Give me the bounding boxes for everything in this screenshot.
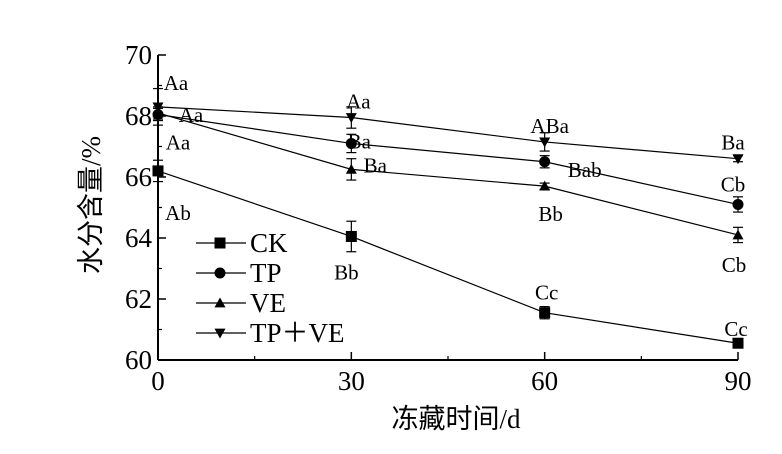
data-label: Ba bbox=[348, 129, 372, 153]
y-tick-label: 68 bbox=[125, 101, 152, 131]
data-label: Ba bbox=[721, 131, 745, 155]
data-point bbox=[539, 180, 551, 191]
data-label: Bb bbox=[538, 202, 563, 226]
series-line bbox=[157, 106, 739, 160]
data-point bbox=[152, 102, 164, 113]
y-tick-label: 66 bbox=[125, 162, 152, 192]
legend-item: VE bbox=[196, 288, 286, 318]
y-axis-label: 水分含量/% bbox=[76, 136, 106, 274]
y-tick-label: 70 bbox=[125, 40, 152, 70]
legend-marker bbox=[214, 267, 226, 279]
series-line bbox=[157, 112, 739, 236]
data-label: Aa bbox=[166, 130, 191, 154]
legend-label: CK bbox=[250, 228, 288, 258]
data-label: Ba bbox=[364, 153, 388, 177]
x-tick-label: 0 bbox=[151, 366, 165, 396]
legend-label: VE bbox=[250, 288, 286, 318]
legend-marker bbox=[214, 297, 226, 308]
data-point bbox=[539, 137, 551, 148]
y-tick-label: 62 bbox=[125, 284, 152, 314]
x-axis-label: 冻藏时间/d bbox=[391, 404, 521, 434]
y-tick-label: 60 bbox=[125, 345, 152, 375]
data-point bbox=[732, 154, 744, 165]
data-label: Cb bbox=[721, 172, 746, 196]
data-point bbox=[345, 137, 357, 149]
data-point bbox=[539, 156, 551, 168]
x-tick-label: 90 bbox=[725, 366, 752, 396]
data-label: Cc bbox=[724, 317, 747, 341]
data-label: Aa bbox=[179, 103, 204, 127]
legend-marker bbox=[214, 237, 226, 249]
data-label: Cc bbox=[535, 281, 558, 305]
series-layer bbox=[152, 87, 744, 349]
series-line bbox=[157, 170, 739, 344]
legend-item: CK bbox=[196, 228, 288, 258]
data-label: Aa bbox=[346, 90, 371, 114]
data-point bbox=[345, 163, 357, 174]
legend-label: TP＋VE bbox=[250, 318, 345, 348]
data-label: ABa bbox=[530, 114, 569, 138]
data-point bbox=[539, 307, 551, 319]
data-label: Cb bbox=[722, 253, 747, 277]
series-CK bbox=[152, 159, 744, 349]
legend-item: TP＋VE bbox=[196, 318, 345, 348]
data-label: Bab bbox=[568, 158, 602, 182]
data-point bbox=[345, 230, 357, 242]
legend-label: TP bbox=[250, 258, 282, 288]
data-point bbox=[732, 198, 744, 210]
series-TP＋VE bbox=[152, 87, 744, 165]
x-tick-label: 60 bbox=[531, 366, 558, 396]
y-tick-label: 64 bbox=[125, 223, 153, 253]
legend-marker bbox=[214, 328, 226, 339]
data-point bbox=[345, 113, 357, 124]
data-point bbox=[152, 165, 164, 177]
data-point bbox=[732, 337, 744, 349]
series-line bbox=[157, 113, 739, 206]
data-point bbox=[732, 229, 744, 240]
axes: 60 62 64 66 68 70 0 30 60 90 bbox=[125, 40, 752, 396]
legend-item: TP bbox=[196, 258, 282, 288]
data-label: Bb bbox=[334, 260, 359, 284]
data-label: Ab bbox=[165, 201, 191, 225]
data-label: Aa bbox=[164, 71, 189, 95]
series-TP bbox=[152, 107, 744, 213]
x-tick-label: 30 bbox=[338, 366, 365, 396]
